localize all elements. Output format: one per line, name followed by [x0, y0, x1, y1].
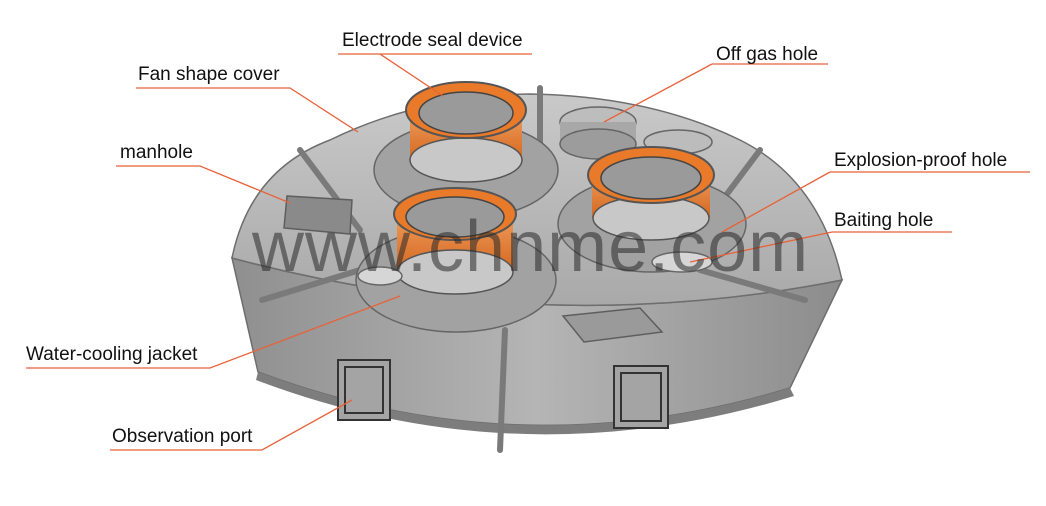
leader-baiting	[689, 231, 952, 263]
label-off-gas-hole: Off gas hole	[716, 44, 819, 65]
label-fan-shape-cover: Fan shape cover	[138, 64, 280, 85]
label-manhole: manhole	[120, 142, 193, 163]
label-explosion-proof-hole: Explosion-proof hole	[834, 150, 1008, 171]
leader-fan-shape	[136, 87, 359, 133]
off-gas-hole	[559, 106, 637, 160]
leader-water-cooling	[26, 295, 401, 369]
label-electrode-seal-device: Electrode seal device	[342, 30, 523, 51]
label-water-cooling-jacket: Water-cooling jacket	[26, 344, 198, 365]
leader-off-gas	[603, 63, 828, 123]
observation-port-left	[337, 359, 391, 421]
front-plate	[561, 307, 664, 343]
leader-electrode-seal	[338, 53, 532, 97]
leader-explosion-proof	[721, 171, 1030, 233]
label-observation-port: Observation port	[112, 426, 253, 447]
watermark: www.chnme.com	[252, 207, 810, 287]
electrode-ring-right	[557, 146, 747, 273]
observation-port-right	[613, 365, 669, 429]
manhole-panel	[283, 195, 353, 235]
label-baiting-hole: Baiting hole	[834, 210, 934, 231]
leader-lines	[26, 53, 1030, 451]
electrode-ring-front	[355, 187, 557, 333]
leader-observation	[110, 399, 353, 451]
leader-manhole	[116, 165, 291, 204]
